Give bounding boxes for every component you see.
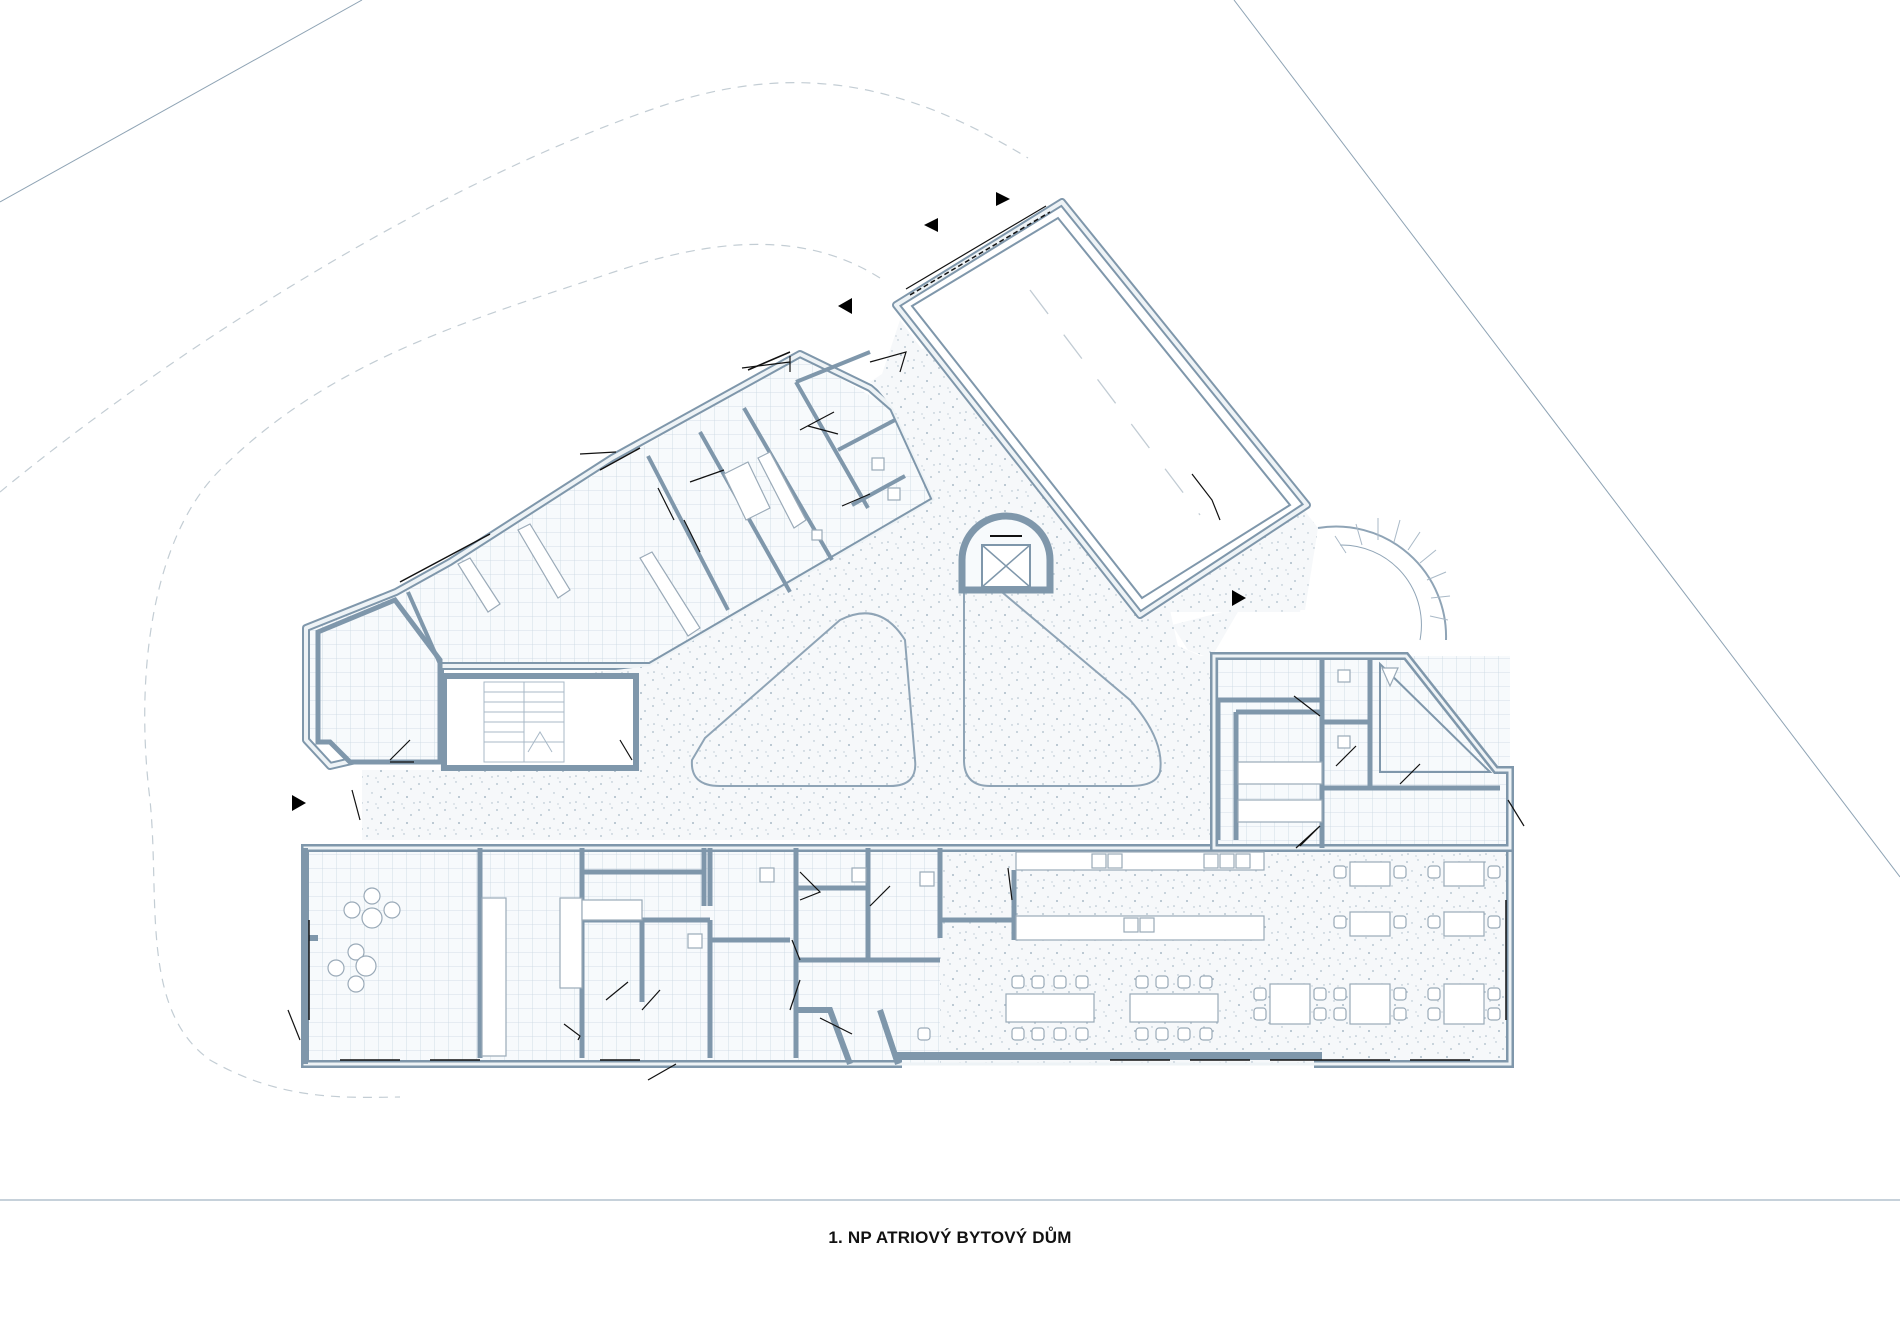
nw-furniture <box>457 451 901 637</box>
nw-wing <box>306 355 935 740</box>
windows <box>308 351 1507 1061</box>
nw-rooms <box>315 596 639 771</box>
landscape-curves <box>0 82 1029 1098</box>
garage-block <box>892 198 1311 619</box>
south-furniture <box>327 851 1501 1057</box>
spiral-stair-icon <box>1317 518 1451 641</box>
ne-block <box>1210 652 1514 852</box>
drawing-caption: 1. NP ATRIOVÝ BYTOVÝ DŮM <box>828 1228 1072 1247</box>
door-swing-icon <box>287 351 1525 1081</box>
planter-island-left <box>690 612 917 787</box>
stair-icon <box>484 682 564 762</box>
chair-icon <box>343 901 361 919</box>
elevator-icon <box>958 512 1054 594</box>
nw-partitions <box>406 350 906 665</box>
entrance-arrow-icon <box>292 192 1246 811</box>
table-icon <box>1005 993 1095 1023</box>
site-boundary <box>0 0 1900 1201</box>
